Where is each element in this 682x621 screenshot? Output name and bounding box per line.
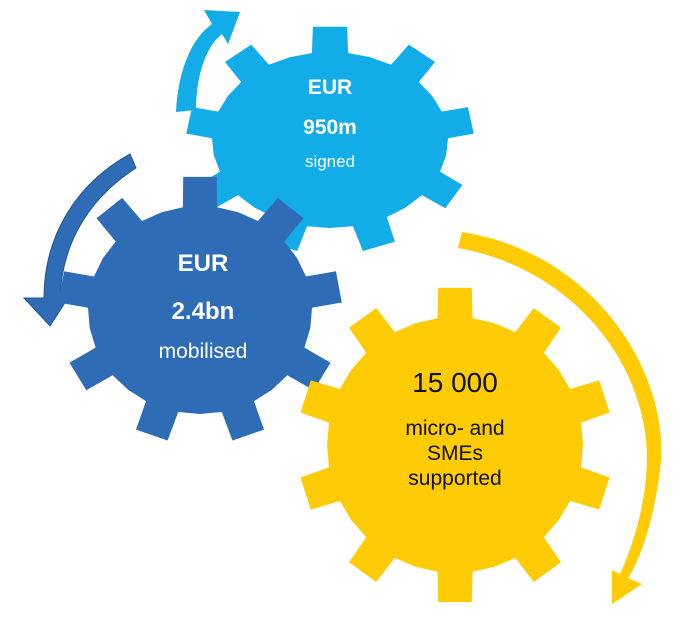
gears-layer bbox=[58, 26, 610, 603]
gear-signed-shape bbox=[186, 26, 474, 251]
gear-supported-label: 15 000 micro- and SMEs supported bbox=[370, 366, 540, 491]
gear-mobilised-shape bbox=[58, 176, 342, 441]
gear-signed-amount: 950m bbox=[303, 116, 357, 139]
gear-supported-caption-3: supported bbox=[408, 467, 502, 490]
gear-mobilised-caption: mobilised bbox=[158, 340, 248, 363]
gear-mobilised-currency: EUR bbox=[177, 250, 229, 277]
gear-signed-label: EUR 950m signed bbox=[270, 76, 390, 172]
arrow-yellow-icon bbox=[458, 232, 662, 604]
gear-supported-caption-1: micro- and bbox=[405, 417, 505, 440]
arrows-layer bbox=[22, 10, 662, 604]
gear-mobilised-amount: 2.4bn bbox=[171, 298, 235, 325]
arrow-light-blue-icon bbox=[176, 10, 240, 112]
gear-signed-currency: EUR bbox=[307, 76, 353, 99]
gear-supported-shape bbox=[300, 287, 610, 603]
gear-signed-caption: signed bbox=[304, 152, 356, 171]
gear-mobilised-label: EUR 2.4bn mobilised bbox=[128, 250, 278, 364]
arrow-dark-blue-icon bbox=[22, 153, 137, 327]
gear-supported-caption-2: SMEs bbox=[426, 442, 483, 465]
gear-supported-count: 15 000 bbox=[412, 367, 498, 398]
